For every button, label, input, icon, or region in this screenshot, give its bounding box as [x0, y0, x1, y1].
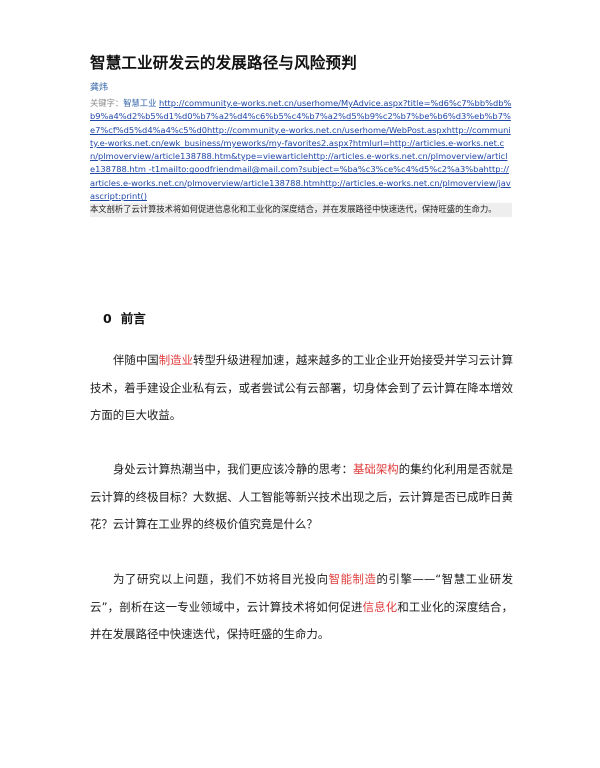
article-links[interactable]: http://community.e-works.net.cn/userhome… — [90, 98, 512, 202]
article-summary: 本文剖析了云计算技术将如何促进信息化和工业化的深度结合，并在发展路径中快速迭代，… — [90, 203, 512, 217]
keywords-label: 关键字： — [90, 98, 124, 108]
paragraph-2: 身处云计算热潮当中，我们更应该冷静的思考：基础架构的集约化利用是否就是云计算的终… — [90, 456, 513, 539]
article-meta: 关键字：智慧工业 http://community.e-works.net.cn… — [90, 97, 512, 217]
keyword-link-informatization[interactable]: 信息化 — [362, 599, 398, 614]
keyword-link-infrastructure[interactable]: 基础架构 — [353, 462, 399, 476]
section-title: 前言 — [120, 311, 146, 326]
keywords-and-links: 关键字：智慧工业 http://community.e-works.net.cn… — [90, 97, 512, 203]
paragraph-3-text-a: 为了研究以上问题，我们不妨将目光投向 — [113, 572, 329, 586]
paragraph-1-text-a: 伴随中国 — [113, 353, 159, 367]
article-author[interactable]: 龚炜 — [90, 83, 109, 93]
paragraph-3-text-b: 的引擎——“智慧工业研发云”，剖析在这一专业领域中，云计算技术将如何促进 — [90, 572, 513, 614]
paragraph-3: 为了研究以上问题，我们不妨将目光投向智能制造的引擎——“智慧工业研发云”，剖析在… — [90, 566, 513, 649]
paragraph-2-text-b: 的集约化利用是否就是云计算的终极目标？大数据、人工智能等新兴技术出现之后，云计算… — [90, 462, 513, 531]
keyword-link-smart-manufacturing[interactable]: 智能制造 — [328, 572, 377, 586]
keywords-value[interactable]: 智慧工业 — [123, 98, 157, 108]
paragraph-1: 伴随中国制造业转型升级进程加速，越来越多的工业企业开始接受并学习云计算技术，着手… — [90, 347, 513, 430]
paragraph-3-text-c: 和工业化的深度结合，并在发展路径中快速迭代，保持旺盛的生命力。 — [90, 599, 513, 642]
article-title: 智慧工业研发云的发展路径与风险预判 — [90, 54, 357, 72]
section-heading: 0 前言 — [103, 308, 146, 327]
paragraph-1-text-b: 转型升级进程加速，越来越多的工业企业开始接受并学习云计算技术，着手建设企业私有云… — [90, 353, 513, 422]
keyword-link-manufacturing[interactable]: 制造业 — [158, 353, 194, 367]
paragraph-2-text-a: 身处云计算热潮当中，我们更应该冷静的思考： — [113, 462, 353, 476]
section-number: 0 — [103, 311, 112, 326]
